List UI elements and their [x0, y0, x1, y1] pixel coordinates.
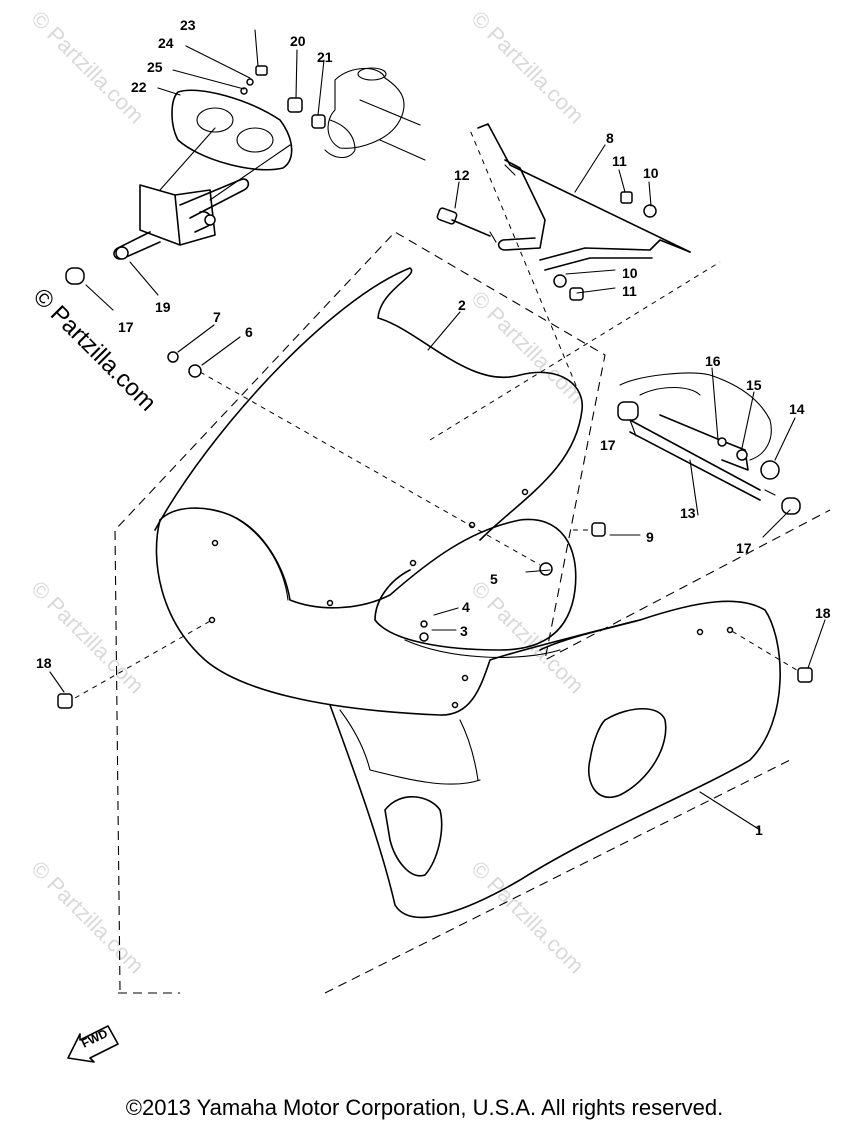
- callout-1: 1: [755, 822, 763, 838]
- callout-15: 15: [746, 377, 762, 393]
- hole: [521, 488, 529, 496]
- callout-17: 17: [736, 540, 752, 556]
- hole: [696, 628, 704, 636]
- callout-16: 16: [705, 353, 721, 369]
- watermark: © Partzilla.com: [26, 576, 149, 699]
- assembly-outline: [114, 129, 831, 994]
- callout-4: 4: [462, 599, 470, 615]
- watermark-main: © Partzilla.com: [28, 283, 161, 416]
- callout-7: 7: [213, 309, 221, 325]
- windscreen: [154, 267, 583, 541]
- watermarks: © Partzilla.com © Partzilla.com © Partzi…: [26, 6, 589, 979]
- callout-5: 5: [490, 571, 498, 587]
- callout-18: 18: [815, 605, 831, 621]
- fairing-stay: [436, 123, 691, 301]
- upper-stay-assembly: [65, 65, 426, 285]
- callout-10: 10: [643, 165, 659, 181]
- watermark: © Partzilla.com: [26, 6, 149, 129]
- upper-fairing: [155, 507, 641, 716]
- hole: [409, 559, 417, 567]
- callout-13: 13: [680, 505, 696, 521]
- callout-9: 9: [646, 529, 654, 545]
- direction-label: FWD: [79, 1026, 110, 1051]
- callout-3: 3: [460, 623, 468, 639]
- callout-20: 20: [290, 33, 306, 49]
- callout-10: 10: [622, 265, 638, 281]
- callout-leaders: [49, 29, 826, 831]
- hole: [208, 616, 216, 624]
- callout-17: 17: [118, 319, 134, 335]
- callout-8: 8: [606, 130, 614, 146]
- callout-12: 12: [454, 167, 470, 183]
- copyright-notice: ©2013 Yamaha Motor Corporation, U.S.A. A…: [125, 1095, 724, 1120]
- callout-11: 11: [612, 153, 627, 169]
- side-bracket-assembly: [617, 372, 801, 515]
- callout-6: 6: [245, 324, 253, 340]
- hole: [461, 674, 469, 682]
- callout-labels: 23 24 25 22 20 21 19 17 7 6 2 8 12 11 10…: [36, 17, 831, 838]
- watermark: © Partzilla.com: [466, 856, 589, 979]
- hole: [211, 539, 219, 547]
- callout-25: 25: [147, 59, 163, 75]
- callout-19: 19: [155, 299, 171, 315]
- callout-2: 2: [458, 297, 466, 313]
- hole: [726, 626, 734, 634]
- hole: [326, 599, 334, 607]
- callout-22: 22: [131, 79, 147, 95]
- watermark: © Partzilla.com: [26, 856, 149, 979]
- watermark: © Partzilla.com: [466, 286, 589, 409]
- callout-21: 21: [317, 49, 333, 65]
- callout-18: 18: [36, 655, 52, 671]
- callout-24: 24: [158, 35, 174, 51]
- mounting-holes: [208, 488, 734, 709]
- watermark: © Partzilla.com: [466, 6, 589, 129]
- fasteners: [57, 351, 813, 709]
- forward-arrow-icon: FWD: [67, 1025, 119, 1063]
- callout-17: 17: [600, 437, 616, 453]
- hole: [451, 701, 459, 709]
- callout-14: 14: [789, 401, 805, 417]
- fastener-leaders: [74, 371, 806, 699]
- lower-fairing: [329, 600, 781, 919]
- callout-23: 23: [180, 17, 196, 33]
- callout-11: 11: [622, 283, 637, 299]
